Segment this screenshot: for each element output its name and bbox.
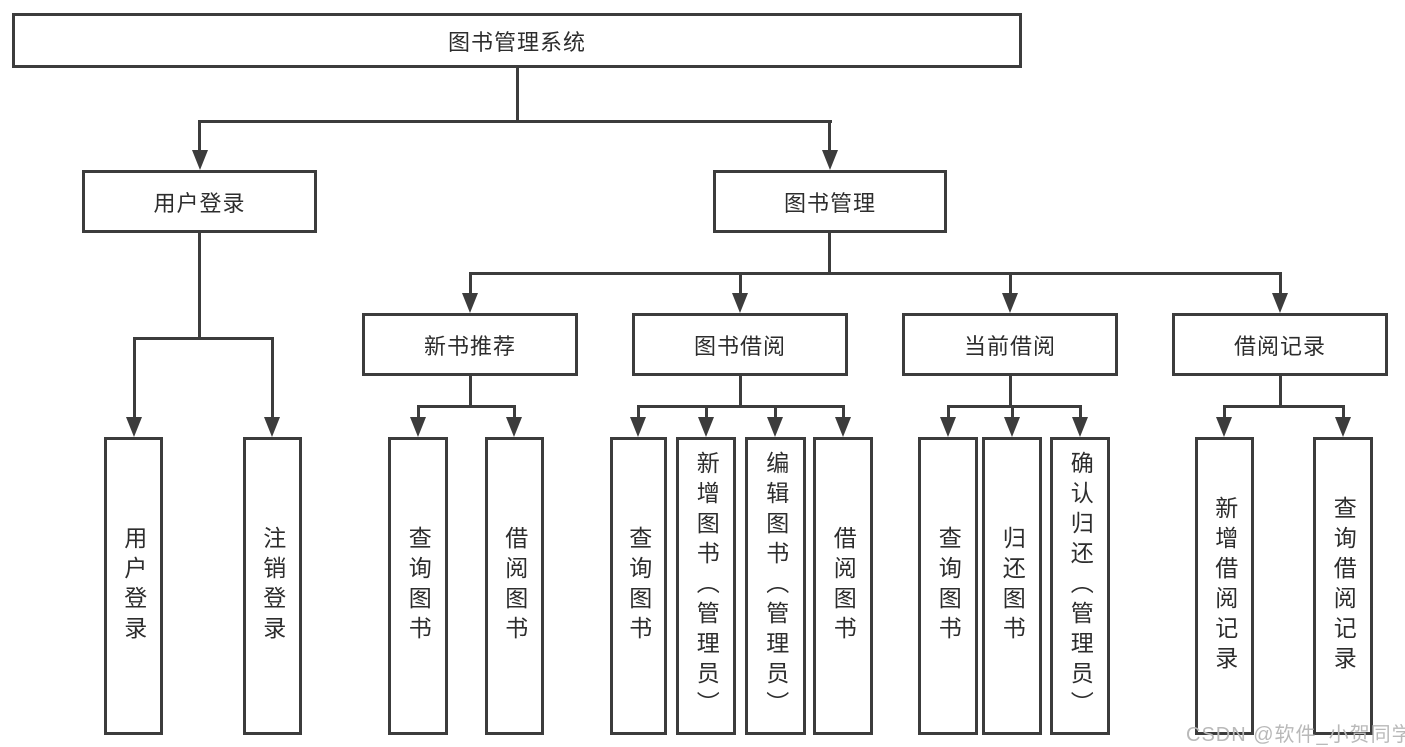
connector-line	[739, 272, 742, 295]
connector-line	[133, 337, 274, 340]
node-borrow-records-label: 借阅记录	[1233, 333, 1326, 359]
leaf-query-books-2-label: 查询图书	[625, 526, 652, 646]
connector-line	[417, 405, 516, 408]
connector-line	[198, 120, 832, 123]
arrow-down-icon	[1272, 293, 1288, 313]
connector-line	[1009, 376, 1012, 407]
node-new-book-recommend-label: 新书推荐	[423, 333, 516, 359]
arrow-down-icon	[506, 417, 522, 437]
connector-line	[637, 405, 640, 419]
node-user-login-label: 用户登录	[153, 190, 246, 216]
connector-line	[828, 120, 831, 152]
leaf-user-login: 用户登录	[104, 437, 163, 735]
connector-line	[1079, 405, 1082, 419]
leaf-query-books-2: 查询图书	[610, 437, 667, 735]
connector-line	[1223, 405, 1345, 408]
leaf-query-books-1-label: 查询图书	[405, 526, 432, 646]
leaf-query-books-3-label: 查询图书	[935, 526, 962, 646]
leaf-return-books-label: 归还图书	[999, 526, 1026, 646]
leaf-edit-books-admin: 编辑图书（管理员）	[745, 437, 806, 735]
connector-line	[947, 405, 950, 419]
connector-line	[469, 272, 1282, 275]
leaf-logout: 注销登录	[243, 437, 302, 735]
leaf-query-books-1: 查询图书	[388, 437, 448, 735]
connector-line	[133, 337, 136, 419]
node-book-borrow: 图书借阅	[632, 313, 848, 376]
arrow-down-icon	[1335, 417, 1351, 437]
node-book-borrow-label: 图书借阅	[693, 333, 786, 359]
arrow-down-icon	[835, 417, 851, 437]
connector-line	[1342, 405, 1345, 419]
node-user-login: 用户登录	[82, 170, 317, 233]
connector-line	[947, 405, 1082, 408]
connector-line	[637, 405, 845, 408]
leaf-add-borrow-record-label: 新增借阅记录	[1211, 496, 1238, 676]
leaf-confirm-return-admin: 确认归还（管理员）	[1050, 437, 1110, 735]
leaf-logout-label: 注销登录	[259, 526, 286, 646]
leaf-borrow-books-2-label: 借阅图书	[830, 526, 857, 646]
leaf-edit-books-admin-label: 编辑图书（管理员）	[762, 451, 789, 721]
connector-line	[774, 405, 777, 419]
connector-line	[516, 68, 519, 122]
node-current-borrow-label: 当前借阅	[963, 333, 1056, 359]
connector-line	[1009, 272, 1012, 295]
node-borrow-records: 借阅记录	[1172, 313, 1388, 376]
arrow-down-icon	[767, 417, 783, 437]
arrow-down-icon	[1002, 293, 1018, 313]
connector-line	[739, 376, 742, 407]
arrow-down-icon	[698, 417, 714, 437]
connector-line	[1223, 405, 1226, 419]
arrow-down-icon	[1004, 417, 1020, 437]
leaf-borrow-books-2: 借阅图书	[813, 437, 873, 735]
leaf-add-books-admin: 新增图书（管理员）	[676, 437, 736, 735]
arrow-down-icon	[192, 150, 208, 170]
leaf-add-borrow-record: 新增借阅记录	[1195, 437, 1254, 735]
connector-line	[1279, 272, 1282, 295]
connector-line	[1011, 405, 1014, 419]
node-book-management: 图书管理	[713, 170, 947, 233]
leaf-borrow-books-1-label: 借阅图书	[501, 526, 528, 646]
node-root-label: 图书管理系统	[447, 29, 586, 55]
leaf-add-books-admin-label: 新增图书（管理员）	[693, 451, 720, 721]
node-current-borrow: 当前借阅	[902, 313, 1118, 376]
connector-line	[271, 337, 274, 419]
arrow-down-icon	[630, 417, 646, 437]
connector-line	[705, 405, 708, 419]
node-root: 图书管理系统	[12, 13, 1022, 68]
arrow-down-icon	[126, 417, 142, 437]
arrow-down-icon	[940, 417, 956, 437]
connector-line	[198, 120, 201, 152]
connector-line	[513, 405, 516, 419]
node-new-book-recommend: 新书推荐	[362, 313, 578, 376]
leaf-borrow-books-1: 借阅图书	[485, 437, 544, 735]
connector-line	[1279, 376, 1282, 407]
arrow-down-icon	[410, 417, 426, 437]
csdn-watermark: CSDN @软件_小贺同学	[1186, 724, 1405, 746]
connector-line	[198, 233, 201, 339]
connector-line	[469, 272, 472, 295]
leaf-query-borrow-record: 查询借阅记录	[1313, 437, 1373, 735]
leaf-query-books-3: 查询图书	[918, 437, 978, 735]
leaf-user-login-label: 用户登录	[120, 526, 147, 646]
node-book-management-label: 图书管理	[783, 190, 876, 216]
arrow-down-icon	[822, 150, 838, 170]
leaf-confirm-return-admin-label: 确认归还（管理员）	[1067, 451, 1094, 721]
arrow-down-icon	[264, 417, 280, 437]
leaf-return-books: 归还图书	[982, 437, 1042, 735]
connector-line	[828, 233, 831, 274]
arrow-down-icon	[1216, 417, 1232, 437]
arrow-down-icon	[732, 293, 748, 313]
leaf-query-borrow-record-label: 查询借阅记录	[1330, 496, 1357, 676]
connector-line	[842, 405, 845, 419]
arrow-down-icon	[462, 293, 478, 313]
connector-line	[469, 376, 472, 407]
connector-line	[417, 405, 420, 419]
arrow-down-icon	[1072, 417, 1088, 437]
